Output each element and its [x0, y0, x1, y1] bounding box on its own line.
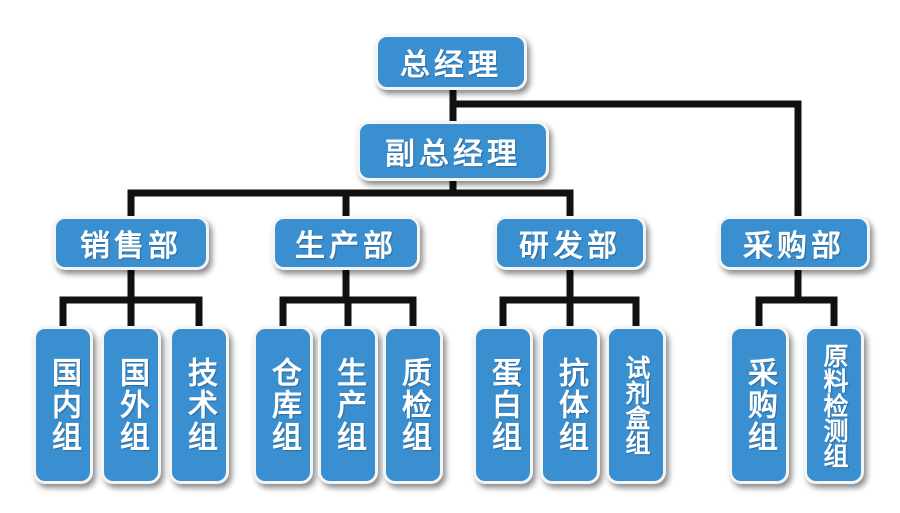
node-reagent-kit-group: 试剂盒组: [606, 326, 666, 484]
node-antibody-group: 抗体组: [540, 326, 600, 484]
node-tech-group: 技术组: [169, 326, 229, 484]
node-raw-material-testing-group: 原料检测组: [804, 326, 864, 484]
node-purchasing-department: 采购部: [718, 216, 870, 270]
connector-gm-purchasing: [449, 100, 802, 224]
node-quality-inspection-group: 质检组: [383, 326, 443, 484]
node-domestic-group: 国内组: [33, 326, 93, 484]
node-purchase-group: 采购组: [729, 326, 789, 484]
node-warehouse-group: 仓库组: [253, 326, 313, 484]
node-production-group: 生产组: [318, 326, 378, 484]
node-rnd-department: 研发部: [494, 216, 646, 270]
node-general-manager: 总经理: [375, 34, 527, 90]
node-foreign-group: 国外组: [101, 326, 161, 484]
node-sales-department: 销售部: [53, 216, 209, 270]
node-production-department: 生产部: [272, 216, 420, 270]
node-protein-group: 蛋白组: [473, 326, 533, 484]
node-deputy-general-manager: 副总经理: [357, 121, 549, 181]
